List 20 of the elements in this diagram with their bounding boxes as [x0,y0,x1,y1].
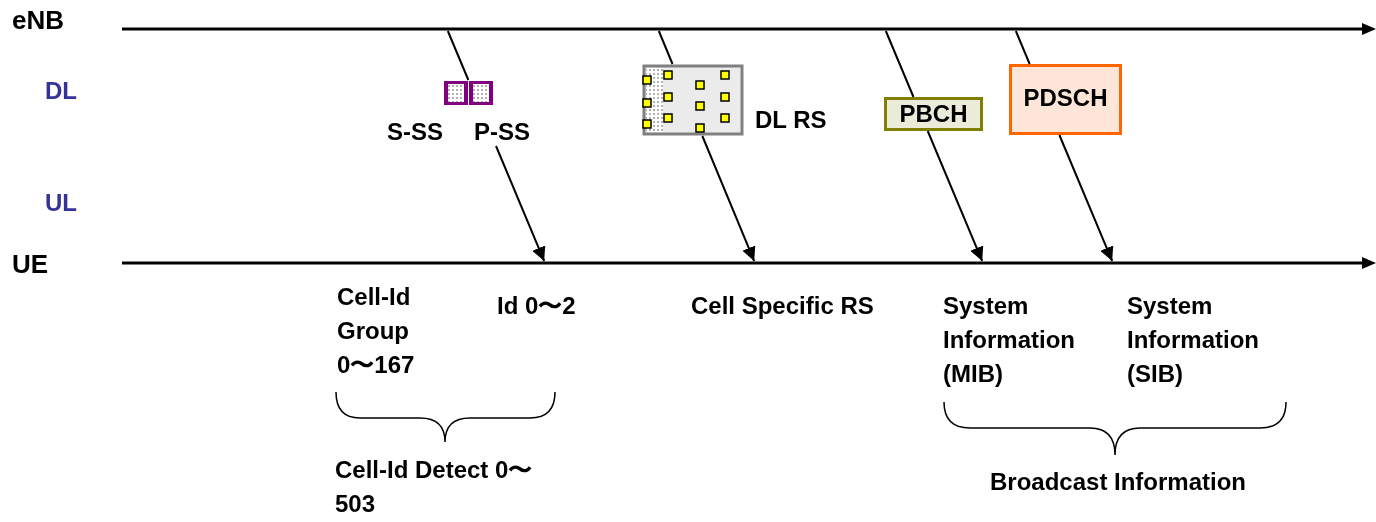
arrow [1058,134,1114,262]
annotation-text: System Information (MIB) [943,291,1076,389]
arrow [926,130,984,262]
annotation-text: Cell Specific RS [691,291,875,321]
annotation-text: Broadcast Information [990,467,1248,497]
annotation-text: Cell-Id Group 0〜167 [337,282,416,380]
signal-label: DL RS [755,106,827,134]
lane-label: UE [12,250,49,278]
channel-box: PBCH [884,97,983,131]
annotation-text: UL [45,188,78,218]
channel-box: PDSCH [1009,64,1122,135]
signal-label: P-SS [474,118,530,146]
signal-label: S-SS [387,118,443,146]
annotation-text: Id 0〜2 [497,291,577,321]
arrow [495,145,546,262]
annotation-text: System Information (SIB) [1127,291,1260,389]
annotation-text: DL [45,76,78,106]
arrow [701,135,756,262]
annotation-text: Cell-Id Detect 0〜503 [335,455,534,519]
lane-label: eNB [12,6,64,34]
